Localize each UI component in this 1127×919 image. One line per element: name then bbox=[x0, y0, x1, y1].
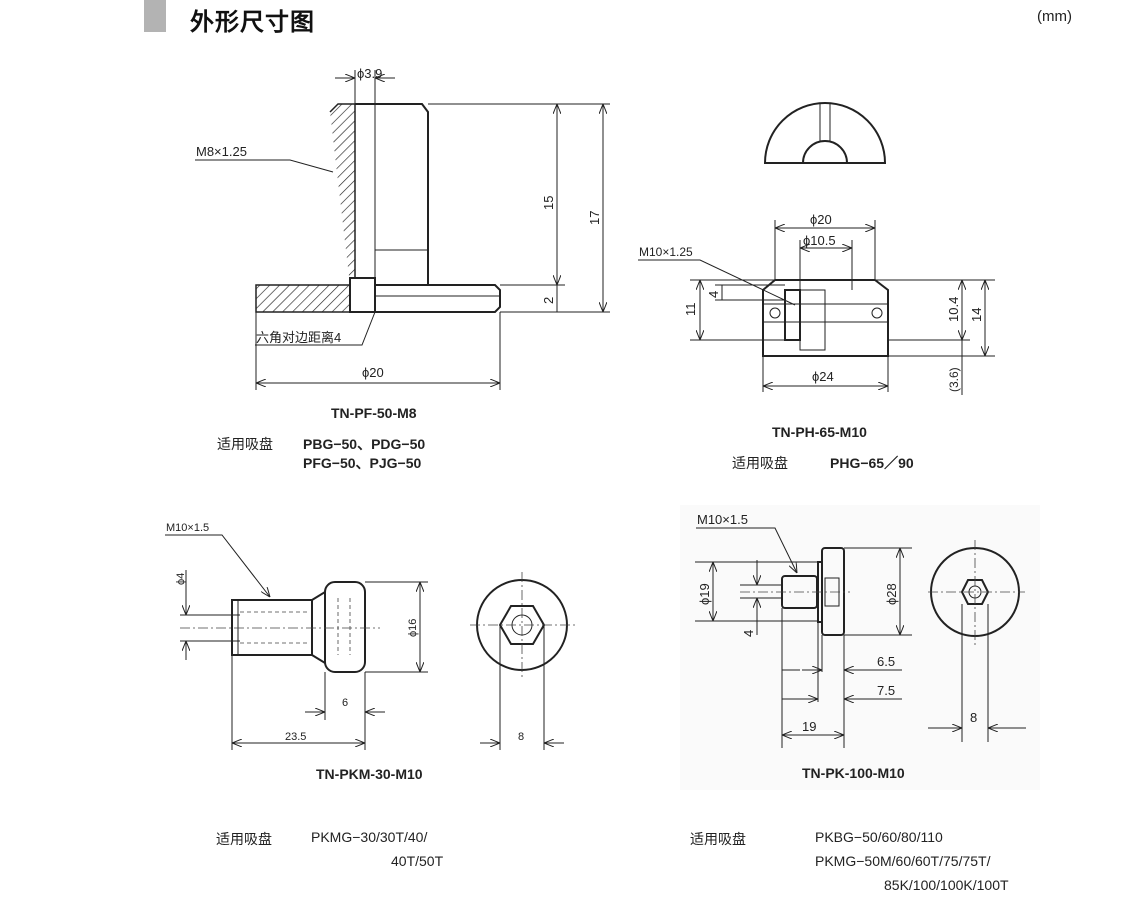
suction-label-3: 适用吸盘 bbox=[216, 831, 272, 847]
model-tn-pk-100-m10: TN-PK-100-M10 bbox=[802, 765, 905, 781]
dim-11: 11 bbox=[683, 303, 698, 317]
dim-17: 17 bbox=[587, 211, 602, 225]
dim-phi16: ϕ16 bbox=[407, 619, 419, 637]
drawing-tn-pk-100-m10: M10×1.5 ϕ19 4 ϕ28 6.5 7.5 19 8 bbox=[680, 505, 1040, 790]
dim-phi4: ϕ4 bbox=[175, 573, 187, 585]
header-accent-bar bbox=[144, 0, 166, 32]
dim-4: 4 bbox=[706, 291, 721, 298]
dim-phi24: ϕ24 bbox=[812, 369, 834, 384]
dim-phi20: ϕ20 bbox=[810, 212, 832, 227]
dim-thread-pk: M10×1.5 bbox=[697, 512, 748, 527]
dim-phi-flange: ϕ20 bbox=[362, 365, 384, 380]
dim-phi-hole: ϕ3.9 bbox=[357, 66, 382, 81]
suction-line-3b: 40T/50T bbox=[391, 853, 444, 869]
drawing-tn-pf-50-m8: ϕ3.9 15 17 2 M8×1.25 六角对边距离4 ϕ20 bbox=[195, 66, 610, 390]
page-title: 外形尺寸图 bbox=[190, 8, 315, 36]
suction-line-4b: PKMG−50M/60/60T/75/75T/ bbox=[815, 853, 991, 869]
dim-6-5: 6.5 bbox=[877, 654, 895, 669]
dim-2: 2 bbox=[541, 297, 556, 304]
dim-7-5: 7.5 bbox=[877, 683, 895, 698]
dim-thread-ph: M10×1.25 bbox=[639, 245, 693, 259]
dim-14: 14 bbox=[969, 308, 984, 322]
suction-line-2a: PHG−65／90 bbox=[830, 455, 914, 471]
suction-line-3a: PKMG−30/30T/40/ bbox=[311, 829, 428, 845]
dim-hex: 六角对边距离4 bbox=[256, 330, 341, 345]
suction-label-1: 适用吸盘 bbox=[217, 436, 273, 452]
dim-thread: M8×1.25 bbox=[196, 144, 247, 159]
dim-phi28: ϕ28 bbox=[884, 583, 899, 605]
suction-line-1b: PFG−50、PJG−50 bbox=[303, 455, 422, 471]
dim-phi19: ϕ19 bbox=[697, 583, 712, 605]
model-tn-ph-65-m10: TN-PH-65-M10 bbox=[772, 424, 867, 440]
suction-line-4a: PKBG−50/60/80/110 bbox=[815, 829, 943, 845]
model-tn-pf-50-m8: TN-PF-50-M8 bbox=[331, 405, 417, 421]
dim-phi10-5: ϕ10.5 bbox=[803, 233, 836, 248]
suction-line-4c: 85K/100/100K/100T bbox=[884, 877, 1009, 893]
dim-8-pkm: 8 bbox=[518, 731, 524, 743]
dim-19: 19 bbox=[802, 719, 816, 734]
model-tn-pkm-30-m10: TN-PKM-30-M10 bbox=[316, 766, 423, 782]
unit-label: (mm) bbox=[1037, 8, 1072, 25]
dim-10-4: 10.4 bbox=[946, 297, 961, 322]
suction-line-1a: PBG−50、PDG−50 bbox=[303, 436, 426, 452]
dim-8-pk: 8 bbox=[970, 710, 977, 725]
dim-4-pk: 4 bbox=[741, 630, 756, 637]
dim-thread-pkm: M10×1.5 bbox=[166, 522, 209, 534]
dim-6: 6 bbox=[342, 697, 348, 709]
dim-15: 15 bbox=[541, 196, 556, 210]
dim-3-6: (3.6) bbox=[947, 367, 961, 392]
suction-label-2: 适用吸盘 bbox=[732, 455, 788, 471]
drawing-tn-pkm-30-m10: M10×1.5 ϕ4 ϕ16 6 23.5 8 bbox=[165, 522, 575, 750]
suction-label-4: 适用吸盘 bbox=[690, 831, 746, 847]
dim-23-5: 23.5 bbox=[285, 731, 306, 743]
drawing-tn-ph-65-m10: ϕ20 ϕ10.5 M10×1.25 11 4 10.4 14 (3.6) ϕ2… bbox=[638, 102, 995, 395]
